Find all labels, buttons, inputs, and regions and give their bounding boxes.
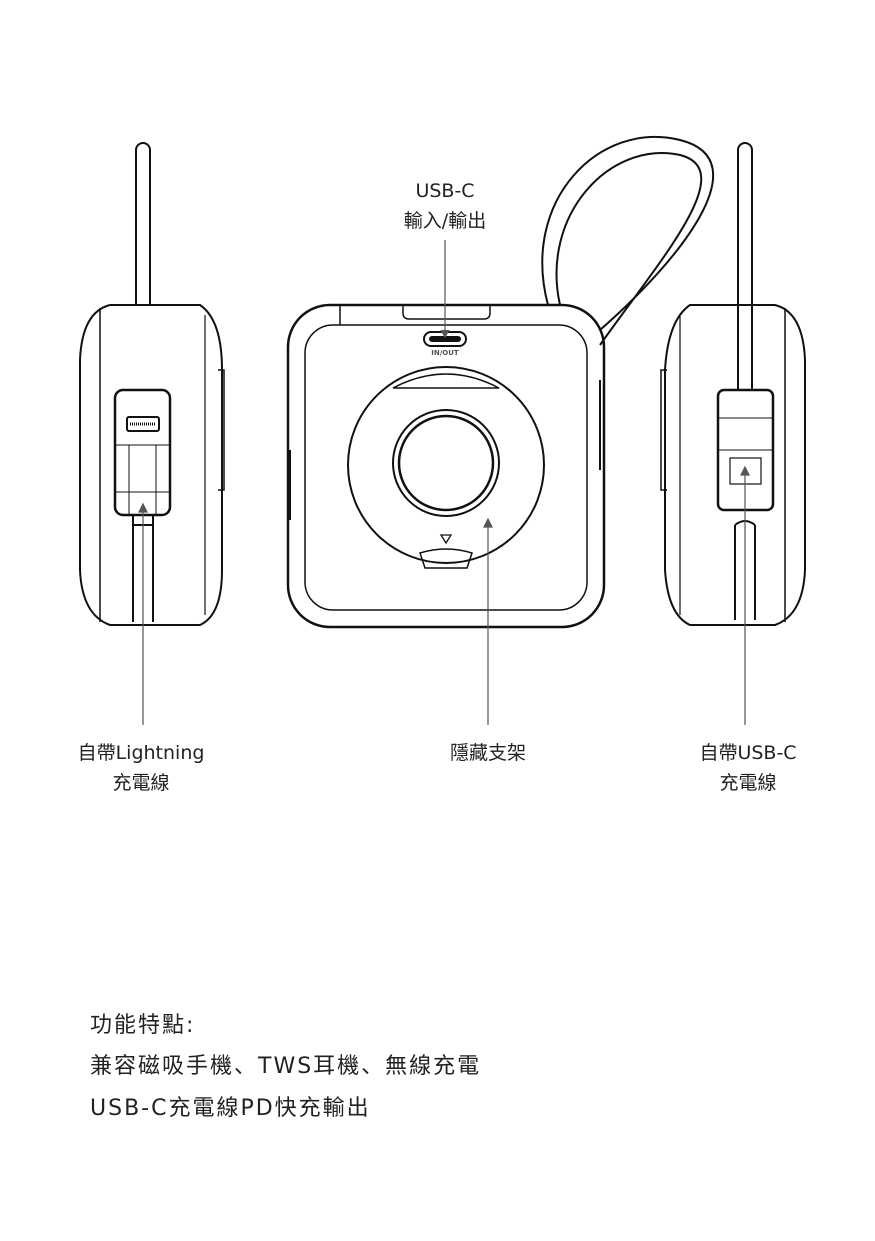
- label-line: 充電線: [112, 772, 170, 794]
- usbc-cable-label: 自帶USB-C 充電線: [699, 738, 796, 798]
- label-line: USB-C: [415, 180, 475, 202]
- callout-lines: [138, 240, 750, 725]
- label-line: 隱藏支架: [449, 742, 527, 764]
- left-side-view: [79, 142, 225, 626]
- feature-line: 兼容磁吸手機、TWS耳機、無線充電: [90, 1054, 482, 1079]
- features-title: 功能特點:: [90, 1013, 196, 1038]
- label-line: 自帶USB-C: [699, 742, 797, 764]
- lightning-cable-label: 自帶Lightning 充電線: [78, 738, 205, 798]
- right-side-view: [660, 142, 806, 626]
- label-line: 充電線: [719, 772, 777, 794]
- label-line: 自帶Lightning: [77, 742, 205, 764]
- usbc-port-label: USB-C 輸入/輸出: [404, 176, 486, 236]
- hidden-stand-label: 隱藏支架: [450, 738, 526, 768]
- label-line: 輸入/輸出: [403, 210, 487, 232]
- feature-line: USB-C充電線PD快充輸出: [90, 1096, 371, 1121]
- port-marking: IN/OUT: [431, 349, 459, 357]
- front-view: [286, 135, 715, 629]
